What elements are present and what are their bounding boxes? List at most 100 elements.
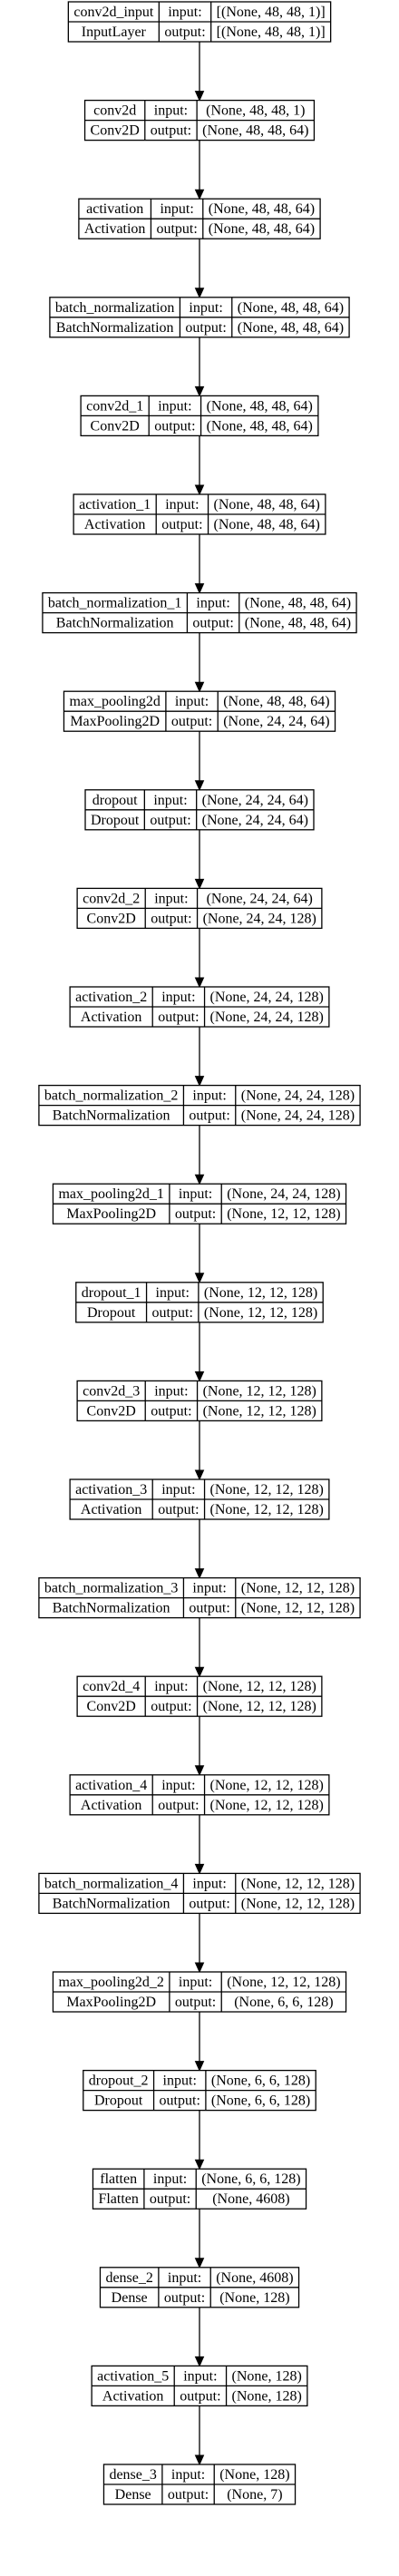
output-shape: (None, 48, 48, 64) bbox=[207, 418, 313, 434]
output-shape: (None, 48, 48, 64) bbox=[245, 616, 351, 631]
arrowhead bbox=[194, 2061, 205, 2072]
layer-name: activation_1 bbox=[79, 497, 151, 512]
input-shape: (None, 12, 12, 128) bbox=[241, 1581, 355, 1596]
layer-type: MaxPooling2D bbox=[70, 714, 160, 729]
layer-node-batch_normalization_4: batch_normalization_4BatchNormalizationi… bbox=[38, 1872, 361, 1915]
input-label: input: bbox=[192, 1581, 226, 1596]
input-label: input: bbox=[154, 1383, 188, 1399]
arrowhead bbox=[194, 1273, 205, 1284]
arrowhead bbox=[194, 1666, 205, 1678]
output-label: output: bbox=[192, 616, 233, 631]
input-label: input: bbox=[160, 201, 193, 217]
input-label: input: bbox=[168, 2270, 201, 2286]
input-shape: (None, 48, 48, 64) bbox=[238, 300, 344, 316]
output-shape: (None, 24, 24, 64) bbox=[202, 813, 308, 828]
output-label: output: bbox=[151, 1403, 191, 1419]
output-label: output: bbox=[160, 2093, 200, 2109]
input-label: input: bbox=[179, 1975, 212, 1990]
layer-name: batch_normalization_2 bbox=[44, 1088, 179, 1104]
output-label: output: bbox=[189, 1896, 229, 1911]
layer-name: dense_3 bbox=[109, 2467, 156, 2483]
input-label: input: bbox=[163, 2073, 197, 2089]
arrowhead bbox=[194, 1371, 205, 1382]
layer-name: activation_4 bbox=[75, 1778, 147, 1793]
output-label: output: bbox=[164, 2290, 205, 2306]
arrowhead bbox=[194, 1962, 205, 1974]
layer-node-batch_normalization: batch_normalizationBatchNormalizationinp… bbox=[49, 297, 350, 338]
output-shape: (None, 24, 24, 128) bbox=[210, 1010, 324, 1025]
layer-name: conv2d_2 bbox=[83, 891, 140, 906]
input-shape: (None, 12, 12, 128) bbox=[210, 1778, 324, 1793]
output-label: output: bbox=[150, 813, 190, 828]
layer-type: MaxPooling2D bbox=[66, 1206, 156, 1222]
output-shape: (None, 4608) bbox=[212, 2191, 289, 2207]
connection-arrows bbox=[194, 42, 205, 2466]
output-label: output: bbox=[154, 418, 195, 434]
layer-node-batch_normalization_3: batch_normalization_3BatchNormalizationi… bbox=[38, 1576, 361, 1619]
output-shape: [(None, 48, 48, 1)] bbox=[217, 24, 326, 40]
input-shape: (None, 48, 48, 64) bbox=[245, 596, 351, 611]
layer-type: Flatten bbox=[98, 2191, 138, 2207]
arrowhead bbox=[194, 91, 205, 102]
input-shape: (None, 12, 12, 128) bbox=[203, 1383, 316, 1399]
connection-arrow bbox=[194, 1420, 205, 1481]
output-shape: (None, 12, 12, 128) bbox=[210, 1798, 324, 1813]
output-label: output: bbox=[151, 911, 191, 926]
layer-name: dropout_2 bbox=[89, 2073, 149, 2089]
arrowhead bbox=[194, 2454, 205, 2466]
layer-name: dense_2 bbox=[105, 2270, 152, 2286]
arrowhead bbox=[194, 2159, 205, 2171]
output-label: output: bbox=[158, 1798, 199, 1813]
layer-node-activation: activationActivationinput:output:(None, … bbox=[78, 198, 321, 239]
arrowhead bbox=[194, 1076, 205, 1087]
output-label: output: bbox=[152, 1305, 193, 1321]
layer-node-activation_4: activation_4Activationinput:output:(None… bbox=[69, 1774, 330, 1816]
layer-name: flatten bbox=[100, 2171, 137, 2187]
input-shape: (None, 12, 12, 128) bbox=[227, 1975, 340, 1990]
input-label: input: bbox=[171, 2467, 205, 2483]
arrowhead bbox=[194, 1765, 205, 1777]
output-label: output: bbox=[156, 221, 197, 237]
input-label: input: bbox=[154, 103, 188, 119]
input-shape: (None, 128) bbox=[232, 2368, 302, 2384]
layer-name: activation_2 bbox=[75, 990, 147, 1005]
output-shape: (None, 24, 24, 128) bbox=[203, 911, 316, 926]
arrowhead bbox=[194, 1568, 205, 1579]
input-shape: (None, 12, 12, 128) bbox=[203, 1679, 316, 1694]
output-label: output: bbox=[164, 24, 205, 40]
connection-arrow bbox=[194, 2307, 205, 2367]
output-label: output: bbox=[175, 1206, 216, 1222]
output-label: output: bbox=[151, 1699, 191, 1714]
layer-name: conv2d_4 bbox=[83, 1679, 140, 1694]
output-shape: (None, 48, 48, 64) bbox=[202, 123, 308, 139]
output-label: output: bbox=[158, 1010, 199, 1025]
connection-arrow bbox=[194, 1322, 205, 1382]
output-shape: (None, 12, 12, 128) bbox=[203, 1699, 316, 1714]
input-shape: (None, 24, 24, 128) bbox=[241, 1088, 355, 1104]
input-shape: (None, 48, 48, 64) bbox=[207, 398, 313, 414]
input-shape: (None, 48, 48, 1) bbox=[206, 103, 305, 119]
layer-type: Dropout bbox=[94, 2093, 143, 2109]
layer-name: conv2d bbox=[93, 103, 136, 119]
connection-arrow bbox=[194, 1519, 205, 1579]
layer-type: Conv2D bbox=[91, 418, 140, 434]
input-label: input: bbox=[158, 398, 191, 414]
layer-type: Activation bbox=[84, 517, 146, 532]
input-shape: (None, 6, 6, 128) bbox=[201, 2171, 300, 2187]
input-label: input: bbox=[156, 1285, 190, 1301]
layer-type: BatchNormalization bbox=[53, 1601, 170, 1616]
layer-name: activation bbox=[86, 201, 143, 217]
arrowhead bbox=[194, 2258, 205, 2269]
connection-arrow bbox=[194, 2110, 205, 2171]
connection-arrow bbox=[194, 1125, 205, 1186]
layer-name: activation_3 bbox=[75, 1482, 147, 1498]
output-shape: (None, 12, 12, 128) bbox=[210, 1502, 324, 1517]
layer-node-max_pooling2d_1: max_pooling2d_1MaxPooling2Dinput:output:… bbox=[52, 1183, 347, 1225]
output-label: output: bbox=[175, 1995, 216, 2010]
